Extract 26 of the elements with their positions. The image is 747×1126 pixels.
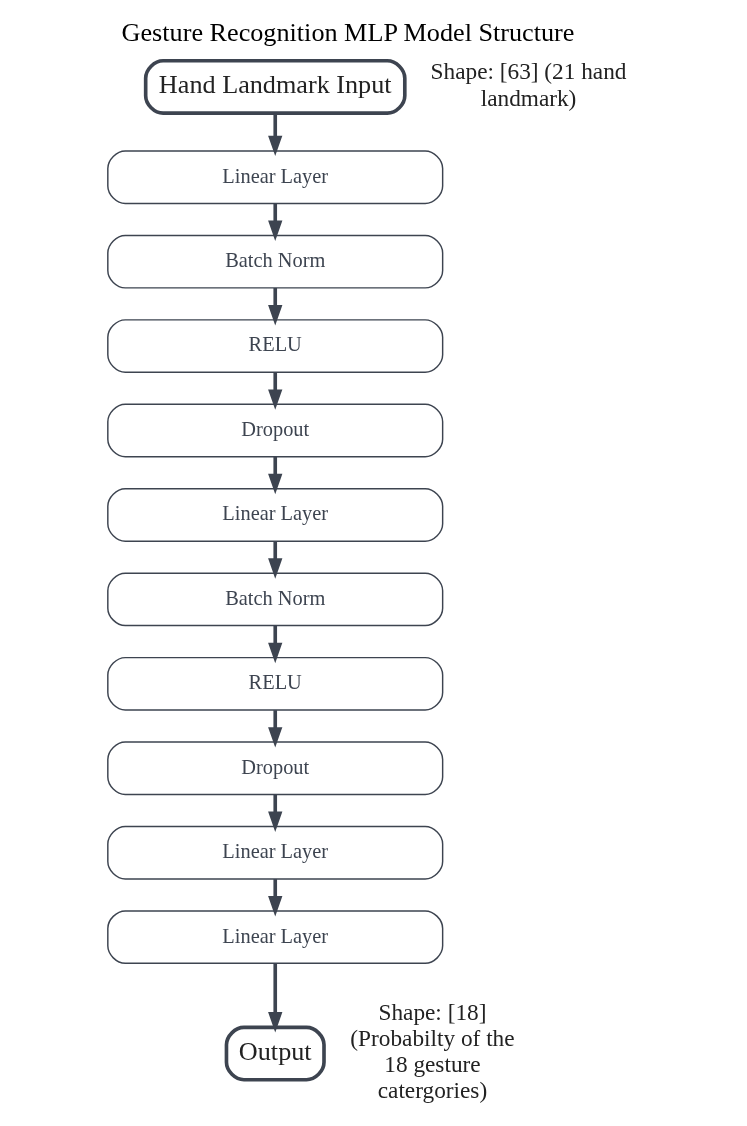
node-box: Batch Norm [107,234,444,289]
arrow [268,541,283,579]
node-box: Hand Landmark Input [143,58,407,115]
node-box: RELU [107,319,444,374]
arrow [268,794,283,832]
arrow [268,710,283,748]
node-box: RELU [107,656,444,711]
arrow [268,879,283,917]
node-box: Output [224,1025,326,1082]
node-box: Dropout [107,403,444,458]
arrow [268,288,283,326]
node-box: Linear Layer [107,488,444,542]
node-box: Dropout [107,741,444,796]
arrow [268,456,283,495]
node-label: Shape: [63] (21 hand landmark) [430,58,627,111]
diagram-title: Gesture Recognition MLP Model Structure [121,17,575,47]
node-box: Batch Norm [107,572,444,627]
node-box: Linear Layer [107,150,444,205]
node-label: Shape: [18] (Probabilty of the 18 gesture catergories) [350,998,515,1104]
node-box: Linear Layer [107,910,444,965]
arrow [268,113,283,157]
arrow [268,963,283,1033]
arrow [268,203,283,241]
arrow [268,625,283,664]
node-box: Linear Layer [107,825,444,880]
arrow [268,372,283,410]
